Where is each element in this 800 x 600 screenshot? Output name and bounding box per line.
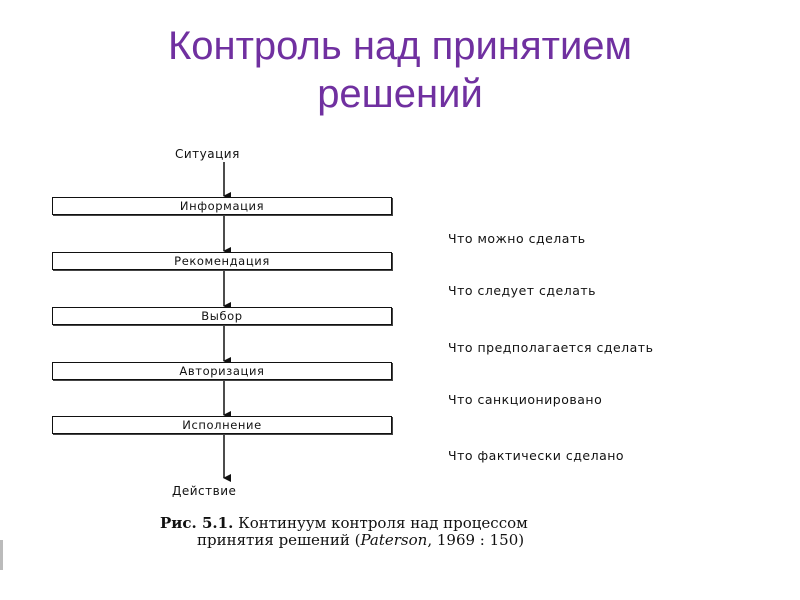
- start-label: Ситуация: [175, 147, 240, 161]
- step-recommendation: Рекомендация: [52, 252, 392, 270]
- outcome-can-do: Что можно сделать: [448, 231, 586, 246]
- outcome-actually-done: Что фактически сделано: [448, 448, 625, 463]
- caption-author: Paterson: [360, 531, 428, 549]
- end-label: Действие: [172, 484, 237, 498]
- scan-edge-mark: [0, 540, 3, 570]
- caption-text-1: Континуум контроля над процессом: [238, 514, 528, 532]
- step-choice: Выбор: [52, 307, 392, 325]
- figure-number: Рис. 5.1.: [160, 514, 234, 532]
- step-information: Информация: [52, 197, 392, 215]
- outcome-should-do: Что следует сделать: [448, 283, 597, 298]
- caption-line-2: принятия решений (Paterson, 1969 : 150): [160, 532, 528, 549]
- outcome-supposed-to-do: Что предполагается сделать: [448, 340, 654, 355]
- slide-title-line-2: решений: [317, 72, 483, 116]
- step-execution-label: Исполнение: [182, 418, 262, 432]
- slide-title-line-1: Контроль над принятием: [167, 24, 633, 68]
- figure-caption: Рис. 5.1. Континуум контроля над процесс…: [160, 515, 528, 549]
- caption-text-2-suffix: , 1969 : 150): [427, 531, 525, 549]
- caption-text-2-prefix: принятия решений (: [197, 531, 361, 549]
- step-execution: Исполнение: [52, 416, 392, 434]
- caption-line-1: Рис. 5.1. Континуум контроля над процесс…: [160, 515, 528, 532]
- step-recommendation-label: Рекомендация: [174, 254, 270, 268]
- step-information-label: Информация: [179, 199, 265, 213]
- step-authorization-label: Авторизация: [179, 364, 265, 378]
- slide-title: Контроль над принятием решений: [0, 22, 800, 118]
- step-choice-label: Выбор: [201, 309, 243, 323]
- step-authorization: Авторизация: [52, 362, 392, 380]
- outcome-sanctioned: Что санкционировано: [448, 392, 603, 407]
